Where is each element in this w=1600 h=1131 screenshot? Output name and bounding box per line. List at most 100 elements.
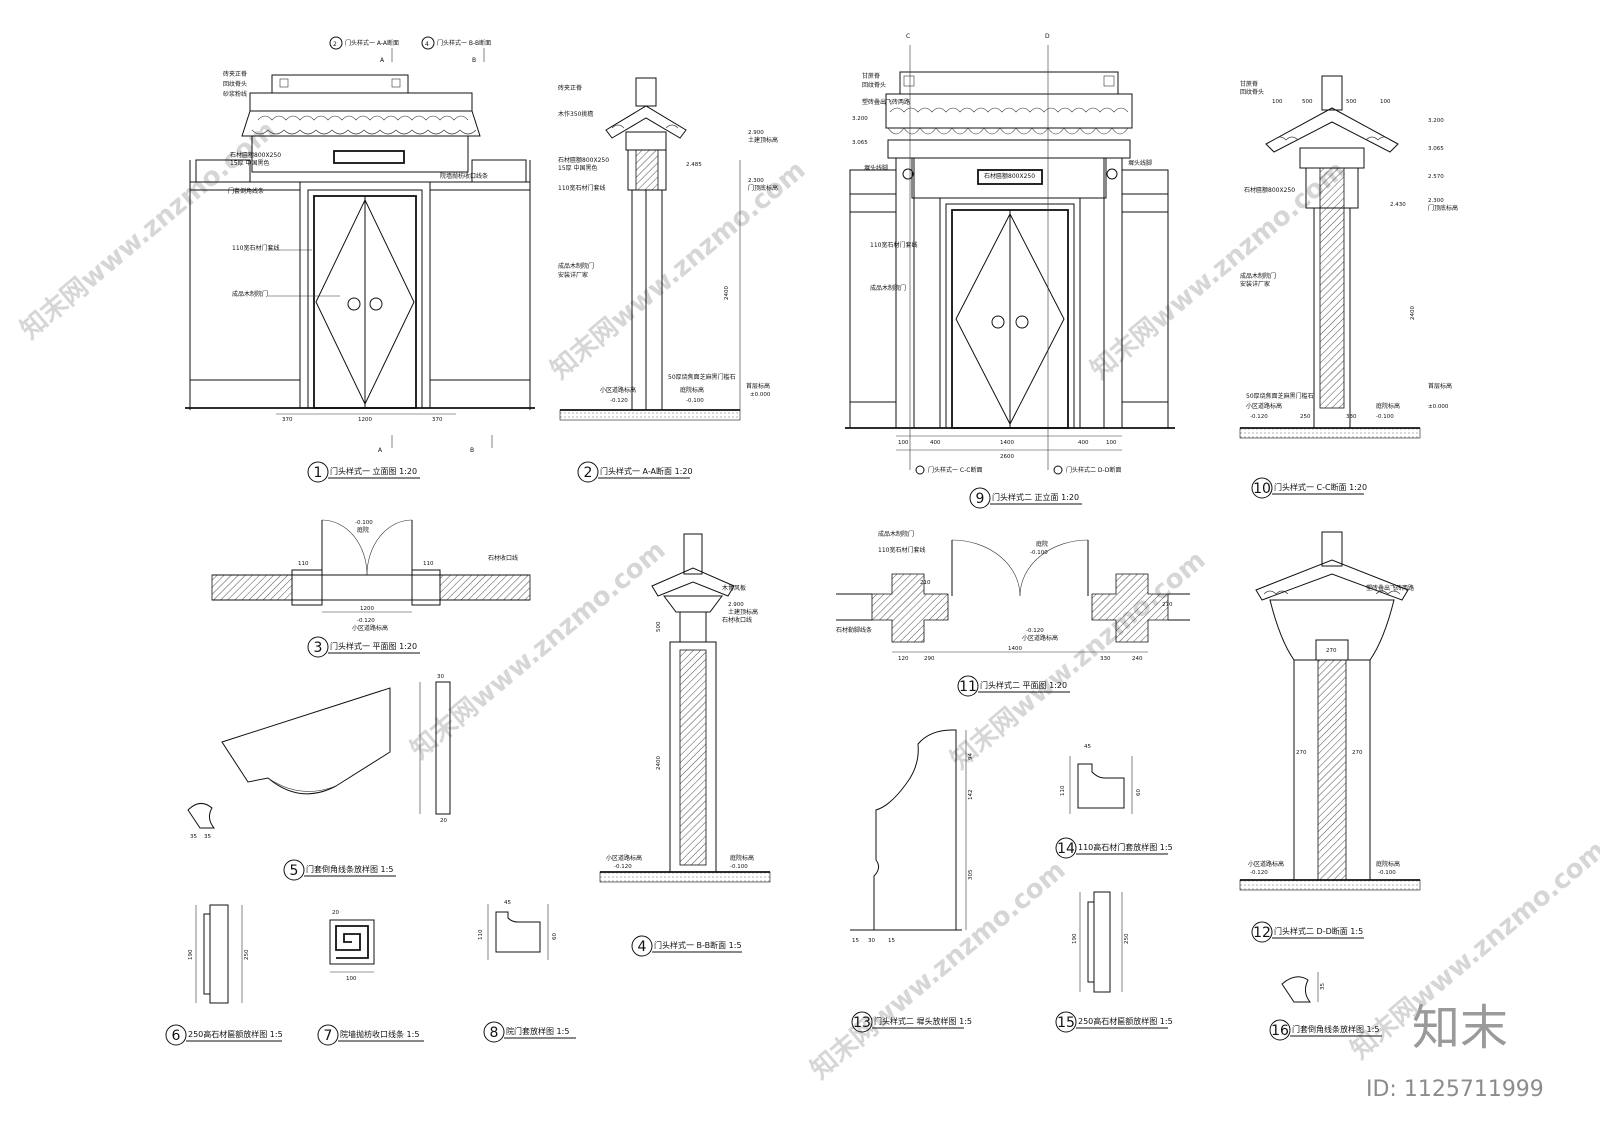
svg-text:190: 190 bbox=[188, 949, 194, 960]
svg-text:110高石材门套放样图 1:5: 110高石材门套放样图 1:5 bbox=[1078, 842, 1173, 852]
svg-text:-0.100: -0.100 bbox=[1378, 870, 1396, 876]
svg-text:门套倒角线条: 门套倒角线条 bbox=[228, 187, 264, 195]
svg-text:500: 500 bbox=[1346, 99, 1357, 105]
svg-text:石材匾额800X250: 石材匾额800X250 bbox=[558, 156, 609, 164]
svg-text:B: B bbox=[470, 447, 474, 454]
svg-text:首层标高: 首层标高 bbox=[746, 382, 770, 390]
svg-text:小区道路标高: 小区道路标高 bbox=[600, 386, 636, 394]
svg-text:1200: 1200 bbox=[358, 417, 372, 423]
svg-text:门头样式二 正立面 1:20: 门头样式二 正立面 1:20 bbox=[992, 492, 1079, 502]
svg-text:成品木制院门: 成品木制院门 bbox=[878, 530, 914, 538]
svg-text:2.485: 2.485 bbox=[686, 162, 702, 168]
svg-text:94: 94 bbox=[968, 753, 974, 760]
svg-text:甘蔗脊: 甘蔗脊 bbox=[1240, 80, 1258, 88]
svg-text:庭院标高: 庭院标高 bbox=[1376, 402, 1400, 410]
svg-text:14: 14 bbox=[1057, 841, 1075, 857]
svg-text:庭院: 庭院 bbox=[1036, 540, 1048, 548]
svg-text:20: 20 bbox=[440, 818, 447, 824]
svg-text:110宽石材门套线: 110宽石材门套线 bbox=[232, 244, 279, 252]
svg-text:1400: 1400 bbox=[1000, 440, 1014, 446]
svg-text:500: 500 bbox=[1302, 99, 1313, 105]
svg-text:3.065: 3.065 bbox=[852, 140, 868, 146]
svg-text:小区道路标高: 小区道路标高 bbox=[1248, 860, 1284, 868]
svg-text:240: 240 bbox=[1132, 656, 1143, 662]
svg-text:成品木制院门: 成品木制院门 bbox=[1240, 272, 1276, 280]
view-1-elevation: 370 1200 370 砖夹正脊 回纹脊头 砂浆粉线 石材匾额800X250 … bbox=[185, 36, 535, 483]
svg-text:甘蔗脊: 甘蔗脊 bbox=[862, 72, 880, 80]
svg-text:2.300: 2.300 bbox=[1428, 198, 1444, 204]
svg-text:-0.100: -0.100 bbox=[730, 864, 748, 870]
svg-text:石材勒脚线条: 石材勒脚线条 bbox=[836, 626, 872, 634]
svg-text:±0.000: ±0.000 bbox=[750, 392, 771, 398]
svg-text:门头样式一 C-C断面: 门头样式一 C-C断面 bbox=[928, 466, 982, 474]
svg-text:250高石材匾额放样图 1:5: 250高石材匾额放样图 1:5 bbox=[188, 1029, 283, 1039]
svg-text:330: 330 bbox=[1100, 656, 1111, 662]
svg-text:C: C bbox=[906, 33, 910, 40]
svg-text:250: 250 bbox=[244, 949, 250, 960]
svg-text:50厚烧焦面芝麻黑门槛石: 50厚烧焦面芝麻黑门槛石 bbox=[1246, 392, 1314, 400]
svg-text:15: 15 bbox=[1057, 1015, 1075, 1031]
svg-text:砂浆粉线: 砂浆粉线 bbox=[223, 90, 247, 98]
svg-text:A: A bbox=[380, 57, 385, 64]
svg-text:-0.100: -0.100 bbox=[1030, 550, 1048, 556]
svg-text:7: 7 bbox=[324, 1028, 333, 1044]
svg-text:270: 270 bbox=[1296, 750, 1307, 756]
svg-text:110: 110 bbox=[298, 561, 309, 567]
view-5-chamfer: 30 20 35 35 5 门套倒角线条放样图 1:5 bbox=[187, 674, 451, 881]
svg-text:成品木制院门: 成品木制院门 bbox=[232, 290, 268, 298]
svg-text:3: 3 bbox=[314, 640, 323, 656]
svg-text:120: 120 bbox=[898, 656, 909, 662]
svg-text:-0.120: -0.120 bbox=[1026, 628, 1044, 634]
svg-text:290: 290 bbox=[924, 656, 935, 662]
svg-text:35: 35 bbox=[204, 834, 211, 840]
svg-text:院门套放样图 1:5: 院门套放样图 1:5 bbox=[506, 1026, 569, 1036]
svg-text:成品木制院门: 成品木制院门 bbox=[870, 284, 906, 292]
svg-text:15厚 中国黑色: 15厚 中国黑色 bbox=[230, 159, 270, 167]
svg-text:墀头线脚: 墀头线脚 bbox=[864, 164, 888, 172]
watermark-logo: 知末 bbox=[1412, 1000, 1508, 1056]
svg-text:门套倒角线条放样图 1:5: 门套倒角线条放样图 1:5 bbox=[306, 864, 393, 874]
svg-text:门头样式一 C-C断面 1:20: 门头样式一 C-C断面 1:20 bbox=[1274, 482, 1367, 492]
svg-text:石材匾额800X250: 石材匾额800X250 bbox=[1244, 186, 1295, 194]
svg-text:门头样式二 D-D断面 1:5: 门头样式二 D-D断面 1:5 bbox=[1274, 926, 1363, 936]
svg-text:15: 15 bbox=[852, 938, 859, 944]
svg-text:土建顶标高: 土建顶标高 bbox=[748, 136, 778, 144]
svg-text:16: 16 bbox=[1271, 1023, 1289, 1039]
svg-text:塑砖叠出飞砖两路: 塑砖叠出飞砖两路 bbox=[862, 98, 910, 106]
svg-text:45: 45 bbox=[1084, 744, 1091, 750]
svg-text:木博风板: 木博风板 bbox=[722, 584, 746, 592]
svg-text:30: 30 bbox=[437, 674, 444, 680]
svg-text:1400: 1400 bbox=[1008, 646, 1022, 652]
svg-text:院墙抛枋收口线条: 院墙抛枋收口线条 bbox=[440, 172, 488, 180]
svg-text:1200: 1200 bbox=[360, 606, 374, 612]
svg-text:100: 100 bbox=[1380, 99, 1391, 105]
svg-text:±0.000: ±0.000 bbox=[1428, 404, 1449, 410]
svg-text:石材收口线: 石材收口线 bbox=[722, 616, 752, 624]
view-12-section-dd: 塑砖叠出飞砖两路 270 270 270 小区道路标高 -0.120 庭院标高 … bbox=[1239, 531, 1421, 943]
svg-text:-0.100: -0.100 bbox=[686, 398, 704, 404]
view-9-elevation: 100 400 1400 400 100 2600 甘蔗脊 回纹脊头 塑砖叠出飞… bbox=[845, 33, 1175, 509]
svg-text:110: 110 bbox=[1060, 785, 1066, 796]
svg-text:370: 370 bbox=[432, 417, 443, 423]
svg-text:270: 270 bbox=[1352, 750, 1363, 756]
svg-text:8: 8 bbox=[490, 1025, 499, 1041]
svg-text:2: 2 bbox=[584, 465, 593, 481]
svg-text:-0.120: -0.120 bbox=[614, 864, 632, 870]
svg-text:庭院标高: 庭院标高 bbox=[680, 386, 704, 394]
svg-text:门头样式二 平面图 1:20: 门头样式二 平面图 1:20 bbox=[980, 680, 1067, 690]
svg-text:门头样式二 墀头放样图 1:5: 门头样式二 墀头放样图 1:5 bbox=[874, 1016, 972, 1026]
svg-text:知末网www.znzmo.com: 知末网www.znzmo.com bbox=[805, 855, 1071, 1085]
svg-text:庭院标高: 庭院标高 bbox=[1376, 860, 1400, 868]
svg-text:D: D bbox=[1045, 33, 1050, 40]
svg-text:-0.100: -0.100 bbox=[1376, 414, 1394, 420]
svg-text:4: 4 bbox=[425, 41, 429, 48]
svg-text:110: 110 bbox=[423, 561, 434, 567]
svg-text:3.200: 3.200 bbox=[852, 116, 868, 122]
svg-text:庭院: 庭院 bbox=[357, 526, 369, 534]
svg-text:小区道路标高: 小区道路标高 bbox=[352, 624, 388, 632]
svg-text:回纹脊头: 回纹脊头 bbox=[862, 81, 886, 89]
svg-text:15: 15 bbox=[888, 938, 895, 944]
view-11-plan: 1400 -0.100 庭院 -0.120 小区道路标高 成品木制院门 110宽… bbox=[836, 530, 1190, 697]
view-15-plaque: 190 250 15 250高石材匾额放样图 1:5 bbox=[1055, 891, 1173, 1033]
svg-text:B: B bbox=[472, 57, 476, 64]
